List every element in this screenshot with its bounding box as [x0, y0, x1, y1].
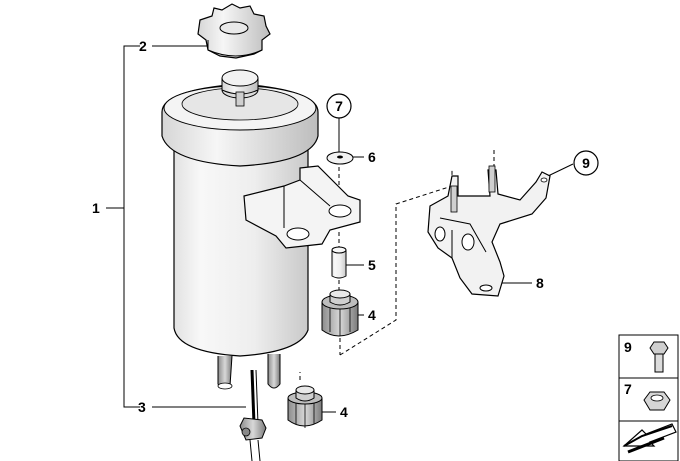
callout-labels: 1 2 3 4 4 5 6 8 7 9 — [92, 38, 599, 420]
callout-9-circle — [573, 150, 599, 176]
legend-item-9-number: 9 — [624, 339, 632, 355]
hose-fitting — [239, 369, 267, 461]
legend-item-7-number: 7 — [624, 381, 632, 397]
bolt-icon — [649, 341, 669, 373]
washer — [326, 151, 354, 165]
callout-7: 7 — [335, 98, 343, 114]
rubber-mount-lower — [287, 385, 323, 428]
callout-5: 5 — [368, 257, 376, 273]
callout-2: 2 — [139, 38, 147, 54]
rubber-mount-upper — [321, 289, 359, 337]
sleeve — [331, 246, 347, 279]
legend-panel: 9 7 — [618, 334, 679, 461]
callout-9: 9 — [582, 155, 590, 171]
leader-lines — [106, 45, 574, 413]
arrow-icon — [622, 423, 677, 454]
callout-8: 8 — [536, 275, 544, 291]
callout-3: 3 — [138, 399, 146, 415]
reservoir-tank — [161, 69, 361, 390]
callout-4-upper: 4 — [368, 307, 376, 323]
callout-1: 1 — [92, 200, 100, 216]
callout-7-circle — [326, 93, 352, 119]
callout-4-lower: 4 — [340, 404, 348, 420]
filler-cap — [197, 3, 271, 59]
callout-6: 6 — [368, 149, 376, 165]
support-bracket — [427, 165, 551, 297]
nut-icon — [643, 391, 671, 411]
